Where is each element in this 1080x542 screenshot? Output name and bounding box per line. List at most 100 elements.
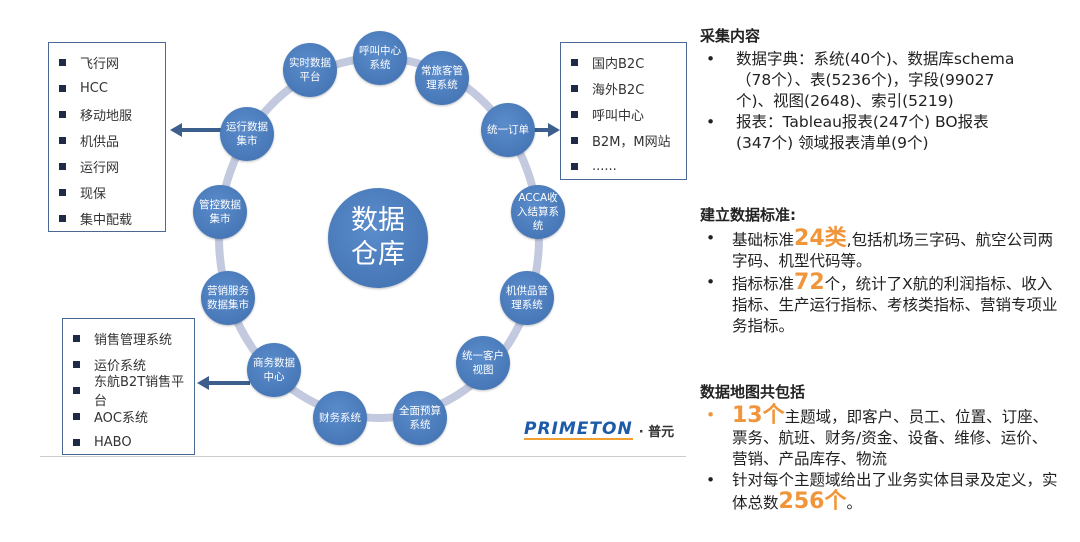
bullet-text: 针对每个主题域给出了业务实体目录及定义，实体总数 [732, 471, 1058, 512]
bullet-item: •报表：Tableau报表(247个) BO报表(347个) 领域报表清单(9个… [700, 112, 1070, 154]
system-node: 统一订单 [481, 103, 535, 157]
item-label: 国内B2C [592, 56, 645, 72]
bullet-text: ,包括机场三字码、航空公司两字码、机型代码等。 [732, 231, 1054, 270]
highlight-number: 13个 [732, 403, 785, 428]
bullet-icon [73, 334, 80, 342]
bullet-text: 报表：Tableau报表(247个) BO报表(347个) 领域报表清单(9个) [736, 113, 989, 152]
arrow-left-top [170, 123, 226, 137]
list-item: 运价系统 [73, 351, 194, 377]
item-label: HCC [80, 80, 108, 96]
highlight-number: 256个 [778, 489, 847, 514]
bullet-icon [59, 136, 66, 144]
bullet-icon [73, 412, 80, 420]
list-item: 现保 [59, 179, 165, 205]
section-collect: 采集内容 •数据字典：系统(40个)、数据库schema（78个）、表(5236… [700, 26, 1070, 154]
system-node: 管控数据集市 [193, 185, 247, 239]
arrow-left-bottom [197, 376, 250, 390]
bullet-icon [59, 188, 66, 196]
system-node: 机供品管理系统 [500, 271, 554, 325]
data-warehouse-node: 数据 仓库 [328, 188, 428, 288]
list-item: 飞行网 [59, 49, 165, 75]
item-label: B2M，M网站 [592, 134, 671, 150]
item-label: 运价系统 [94, 358, 147, 374]
system-node: 统一客户视图 [456, 336, 510, 390]
system-node: 全面预算系统 [393, 391, 447, 445]
left-bottom-box: 销售管理系统 运价系统 东航B2T销售平台 AOC系统 HABO [62, 318, 195, 455]
bullet-text: 。 [846, 494, 862, 512]
primeton-logo: PRIMETON · 普元 [524, 420, 674, 440]
highlight-number: 24类 [794, 226, 847, 251]
bullet-text: 主题域，即客户、员工、位置、订座、票务、航班、财务/资金、设备、维修、运价、营销… [732, 408, 1049, 468]
bullet-item: •指标标准72个，统计了X航的利润指标、收入指标、生产运行指标、考核类指标、营销… [706, 270, 1058, 336]
list-item: HCC [59, 75, 165, 101]
logo-cn: · 普元 [638, 424, 675, 440]
bullet-icon [59, 58, 66, 66]
list-item: 呼叫中心 [571, 101, 686, 127]
bullet-icon [59, 162, 66, 170]
section-data-map: 数据地图共包括 •13个主题域，即客户、员工、位置、订座、票务、航班、财务/资金… [700, 382, 1070, 514]
bullet-item: •基础标准24类,包括机场三字码、航空公司两字码、机型代码等。 [706, 226, 1054, 271]
list-item: 移动地服 [59, 101, 165, 127]
bullet-icon [73, 438, 80, 446]
item-label: 移动地服 [80, 108, 133, 124]
left-top-box: 飞行网 HCC 移动地服 机供品 运行网 现保 集中配载 [48, 42, 166, 232]
logo-brand: PRIMETON [524, 419, 633, 440]
list-item: 销售管理系统 [73, 325, 194, 351]
center-line-2: 仓库 [351, 239, 405, 270]
item-label: 机供品 [80, 134, 120, 150]
list-item: 运行网 [59, 153, 165, 179]
system-node: 营销服务数据集市 [201, 271, 255, 325]
item-label: 运行网 [80, 160, 120, 176]
bullet-item: •13个主题域，即客户、员工、位置、订座、票务、航班、财务/资金、设备、维修、运… [706, 403, 1049, 469]
section-title: 数据地图共包括 [700, 383, 806, 401]
list-item: B2M，M网站 [571, 127, 686, 153]
bullet-icon [571, 136, 578, 144]
item-label: ...... [592, 158, 617, 174]
bullet-icon [571, 84, 578, 92]
system-node: 运行数据集市 [220, 107, 274, 161]
system-node: 常旅客管理系统 [415, 51, 469, 105]
item-label: 销售管理系统 [94, 332, 173, 348]
bullet-icon [59, 84, 66, 92]
system-node: 呼叫中心系统 [353, 31, 407, 85]
bullet-icon [59, 110, 66, 118]
list-item: 东航B2T销售平台 [73, 375, 194, 409]
bullet-text: 数据字典：系统(40个)、数据库schema（78个）、表(5236个)，字段(… [736, 50, 1015, 110]
list-item: AOC系统 [73, 403, 194, 429]
item-label: 海外B2C [592, 82, 645, 98]
section-title: 建立数据标准: [700, 206, 796, 224]
list-item: 海外B2C [571, 75, 686, 101]
right-top-box: 国内B2C 海外B2C 呼叫中心 B2M，M网站 ...... [560, 42, 687, 180]
item-label: HABO [94, 434, 132, 450]
bullet-text: 指标标准 [732, 275, 795, 293]
item-label: 东航B2T销售平台 [94, 375, 185, 409]
bullet-icon [59, 214, 66, 222]
section-title: 采集内容 [700, 27, 761, 45]
list-item: 国内B2C [571, 49, 686, 75]
bullet-icon [571, 58, 578, 66]
bullet-item: •数据字典：系统(40个)、数据库schema（78个）、表(5236个)，字段… [700, 49, 1070, 112]
bullet-text: 基础标准 [732, 231, 795, 249]
center-line-1: 数据 [351, 205, 405, 237]
item-label: 呼叫中心 [592, 108, 645, 124]
bullet-item: •针对每个主题域给出了业务实体目录及定义，实体总数256个。 [706, 471, 1058, 514]
bullet-icon [571, 162, 578, 170]
bullet-icon [73, 360, 80, 368]
item-label: 集中配载 [80, 212, 133, 228]
bullet-icon [73, 386, 80, 394]
item-label: 飞行网 [80, 56, 120, 72]
system-node: ACCA收入结算系统 [511, 185, 565, 239]
system-node: 财务系统 [313, 391, 367, 445]
highlight-number: 72 [794, 270, 825, 295]
system-node: 商务数据中心 [247, 343, 301, 397]
item-label: AOC系统 [94, 410, 148, 426]
system-node: 实时数据平台 [283, 43, 337, 97]
item-label: 现保 [80, 186, 107, 202]
list-item: 机供品 [59, 127, 165, 153]
list-item: 集中配载 [59, 205, 165, 231]
list-item: HABO [73, 429, 194, 455]
bullet-text: 个，统计了X航的利润指标、收入指标、生产运行指标、考核类指标、营销专项业务指标。 [732, 275, 1058, 335]
section-standards: 建立数据标准: •基础标准24类,包括机场三字码、航空公司两字码、机型代码等。 … [700, 205, 1070, 337]
bullet-icon [571, 110, 578, 118]
slide-bottom-line [40, 456, 686, 457]
